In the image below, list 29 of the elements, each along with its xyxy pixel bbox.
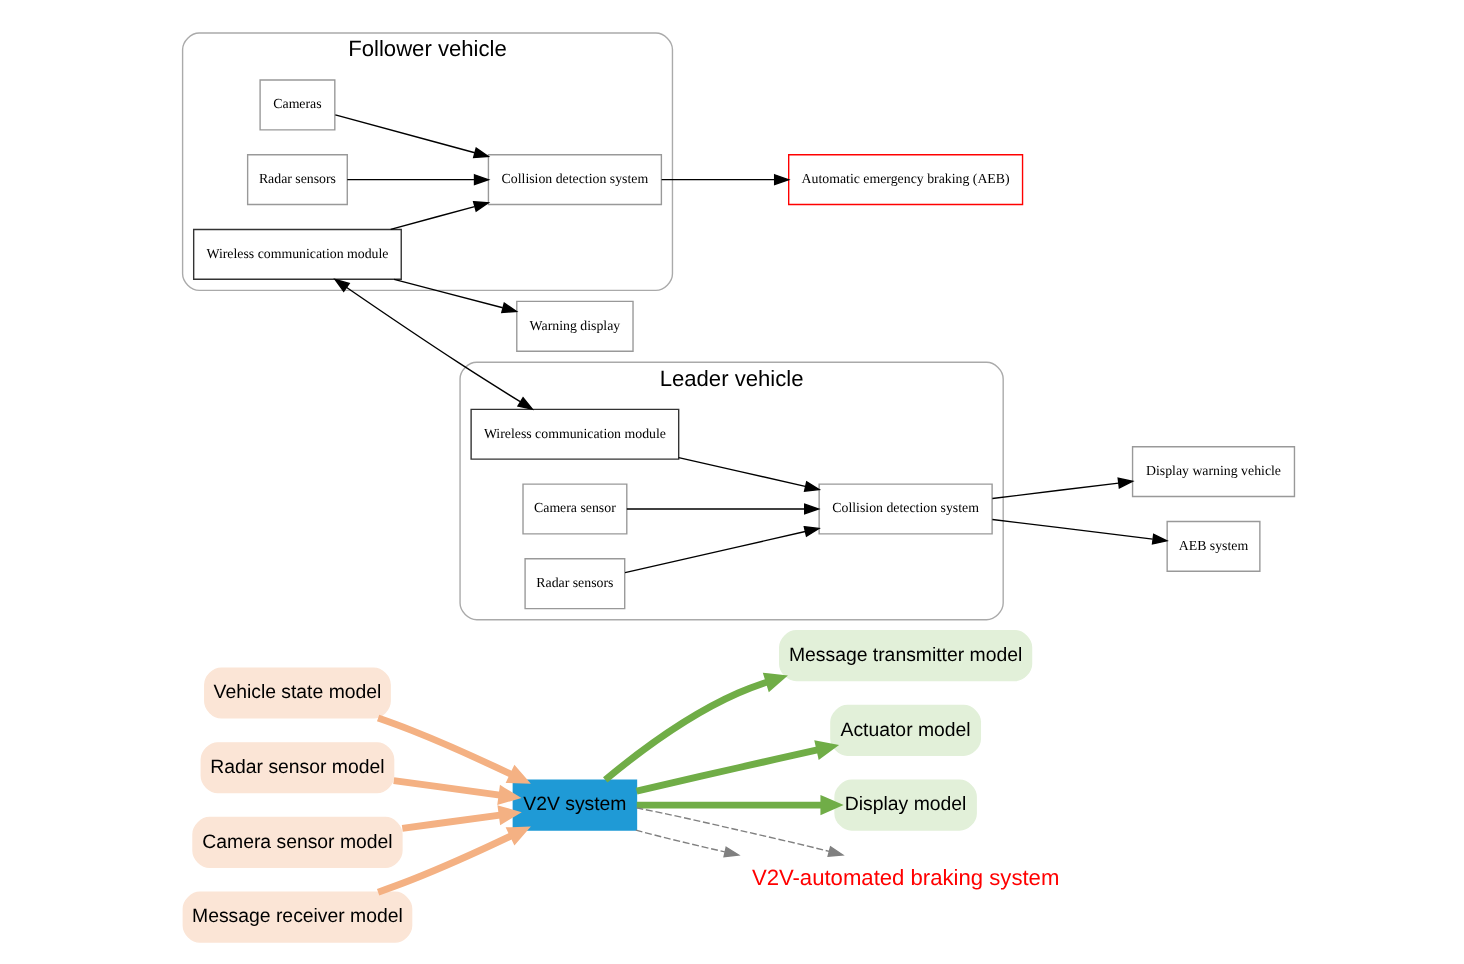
arrow (677, 456, 821, 493)
arrow (623, 526, 820, 574)
node-box: Vehicle state model (203, 667, 390, 719)
arrow (602, 672, 787, 783)
node-text: V2V-automated braking system (750, 867, 1059, 892)
arrow (333, 114, 490, 159)
arrow (634, 829, 740, 858)
arrow (392, 777, 521, 805)
arrow (634, 807, 844, 857)
arrow (332, 278, 534, 411)
arrow (625, 503, 820, 515)
arrow (400, 805, 521, 832)
arrow (375, 714, 530, 784)
arrow (345, 173, 490, 186)
arrow (990, 477, 1134, 500)
node-box: Camera sensor model (191, 816, 402, 869)
node-box: Message transmitter model (778, 630, 1032, 682)
node-box: Radar sensor model (199, 742, 394, 794)
arrow (376, 826, 530, 896)
node-box: Message receiver model (181, 891, 412, 943)
arrow (634, 740, 839, 795)
arrow (990, 518, 1168, 545)
node-box: Display model (833, 779, 976, 831)
arrow (659, 173, 790, 186)
arrow (389, 201, 490, 231)
arrow (392, 278, 518, 314)
arrow (635, 795, 843, 816)
node-box: V2V system (511, 779, 637, 831)
node-box: Actuator model (829, 704, 981, 756)
